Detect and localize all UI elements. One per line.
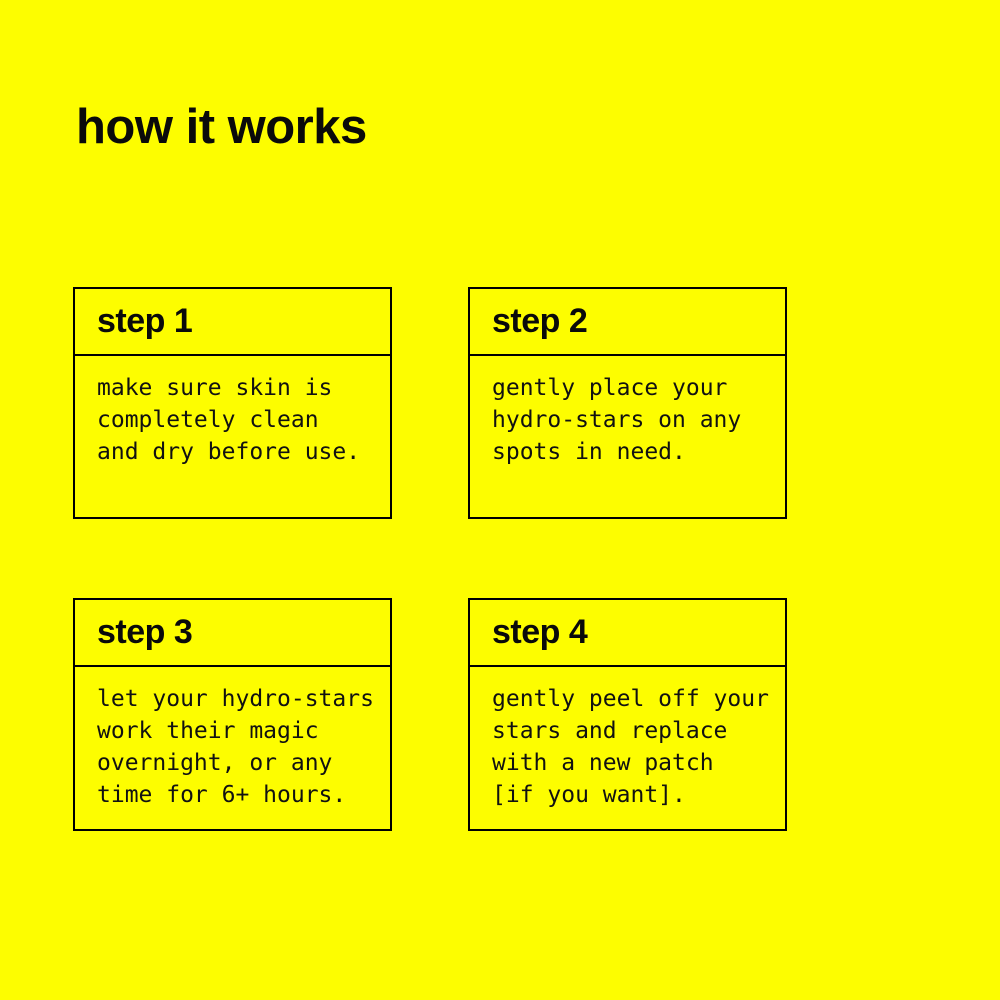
step-1-box: step 1 make sure skin is completely clea… bbox=[73, 287, 392, 519]
step-3-description: let your hydro-stars work their magic ov… bbox=[97, 686, 374, 808]
step-4-label: step 4 bbox=[470, 600, 785, 667]
step-3-box: step 3 let your hydro-stars work their m… bbox=[73, 598, 392, 831]
step-3-label: step 3 bbox=[75, 600, 390, 667]
step-2-description: gently place your hydro-stars on any spo… bbox=[492, 375, 742, 465]
step-4-box: step 4 gently peel off your stars and re… bbox=[468, 598, 787, 831]
step-4-description: gently peel off your stars and replace w… bbox=[492, 686, 769, 808]
step-2-label: step 2 bbox=[470, 289, 785, 356]
step-2-box: step 2 gently place your hydro-stars on … bbox=[468, 287, 787, 519]
step-1-description: make sure skin is completely clean and d… bbox=[97, 375, 361, 465]
step-1-label: step 1 bbox=[75, 289, 390, 356]
page-title: how it works bbox=[76, 100, 367, 154]
